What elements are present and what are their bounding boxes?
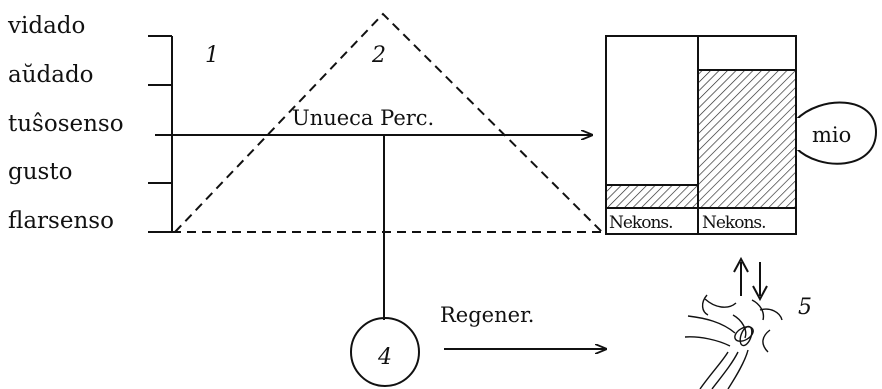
integration-triangle	[174, 12, 603, 233]
sense-label-taste: gusto	[8, 159, 72, 185]
neuron-sketch-icon	[684, 294, 783, 389]
nonconscious-label-right: Nekons.	[702, 213, 766, 233]
left-column-fill	[607, 185, 697, 208]
stage-number-2: 2	[371, 43, 386, 68]
unique-perception-label: Unueca Perc.	[292, 106, 434, 130]
sense-label-hearing: aŭdado	[8, 62, 94, 88]
right-column-fill	[699, 70, 795, 208]
nonconscious-label-left: Nekons.	[609, 213, 673, 233]
stage-number-5: 5	[798, 295, 812, 320]
sense-label-sight: vidado	[7, 13, 85, 39]
regeneration-label: Regener.	[440, 303, 534, 327]
memory-loop-label: mio	[812, 123, 851, 147]
exchange-arrows-icon	[733, 256, 768, 302]
stage-number-1: 1	[205, 43, 219, 68]
memory-box	[605, 35, 797, 235]
stage-number-4: 4	[377, 345, 392, 370]
sense-label-touch: tuŝosenso	[8, 111, 124, 137]
memory-loop	[795, 101, 878, 165]
sense-label-smell: flarsenso	[8, 208, 114, 234]
regeneration-node	[350, 317, 420, 387]
